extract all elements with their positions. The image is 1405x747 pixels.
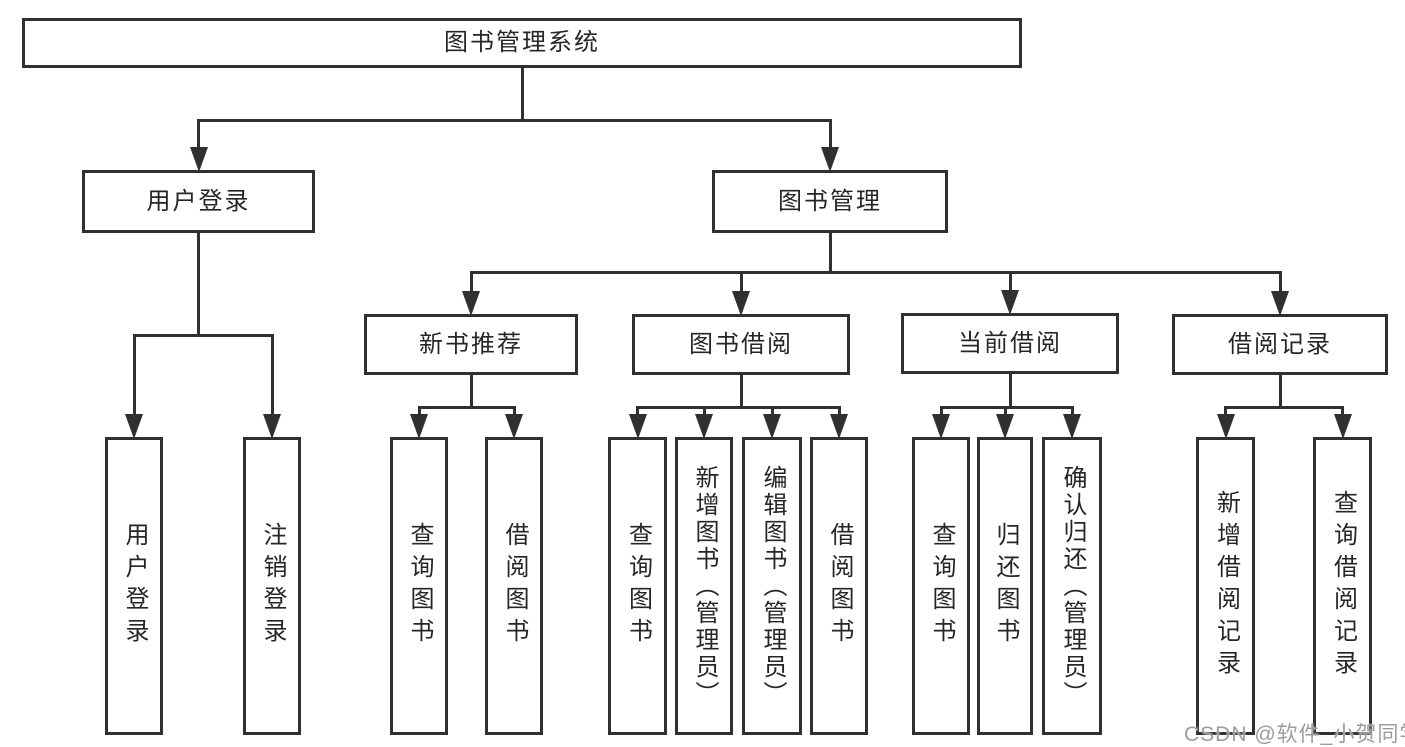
arrowhead-book-mgmt <box>821 147 839 172</box>
arrowhead-borrow-records <box>1271 291 1289 316</box>
arrowhead-user-login <box>189 147 208 172</box>
node-label-root: 图书管理系统 <box>444 29 600 56</box>
node-label-nb-query: 查询图书 <box>406 522 433 650</box>
node-leaf-logout: 注销登录 <box>243 437 301 735</box>
node-new-books: 新书推荐 <box>364 314 578 375</box>
connector-drop-book-borrow <box>739 271 743 296</box>
connector-branch-new-books <box>417 406 516 409</box>
node-bb-borrow: 借阅图书 <box>810 437 868 735</box>
arrowhead-br-query <box>1333 414 1352 439</box>
arrowhead-nb-query <box>410 414 428 439</box>
connector-drop-book-mgmt <box>828 119 832 152</box>
arrowhead-bb-borrow <box>830 414 848 439</box>
connector-drop-user-login <box>197 119 200 152</box>
csdn-watermark: CSDN @软件_小贺同学 <box>1184 723 1405 746</box>
connector-drop-br-add <box>1224 406 1227 419</box>
arrowhead-cb-return <box>996 414 1014 439</box>
node-book-mgmt: 图书管理 <box>712 170 948 233</box>
node-label-current-borrow: 当前借阅 <box>958 329 1062 357</box>
arrowhead-bb-edit <box>763 414 781 439</box>
connector-drop-leaf-logout <box>270 334 274 419</box>
node-br-query: 查询借阅记录 <box>1313 437 1372 735</box>
connector-branch-borrow-records <box>1224 406 1344 409</box>
node-nb-query: 查询图书 <box>390 437 448 735</box>
arrowhead-current-borrow <box>1001 290 1019 315</box>
node-label-borrow-records: 借阅记录 <box>1228 330 1332 358</box>
node-label-book-mgmt: 图书管理 <box>778 187 882 215</box>
connector-drop-new-books <box>469 271 473 296</box>
connector-stem-root <box>520 67 524 119</box>
connector-drop-bb-query <box>636 406 639 419</box>
connector-branch-root <box>197 119 832 122</box>
connector-drop-cb-return <box>1003 406 1007 419</box>
node-cb-return: 归还图书 <box>977 437 1033 735</box>
node-bb-add: 新增图书（管理员） <box>675 437 733 735</box>
arrowhead-leaf-user-login <box>125 414 143 439</box>
node-bb-query: 查询图书 <box>608 437 667 735</box>
node-label-bb-query: 查询图书 <box>624 522 652 650</box>
arrowhead-bb-add <box>695 414 713 439</box>
node-label-cb-confirm: 确认归还（管理员） <box>1059 464 1086 708</box>
connector-branch-book-mgmt <box>469 271 1282 274</box>
connector-branch-user-login <box>132 334 274 337</box>
connector-branch-current-borrow <box>939 406 1074 409</box>
connector-stem-borrow-records <box>1278 374 1282 406</box>
node-label-leaf-user-login: 用户登录 <box>121 522 148 650</box>
connector-drop-bb-add <box>702 406 706 419</box>
connector-drop-br-query <box>1341 406 1344 419</box>
connector-stem-book-mgmt <box>828 232 832 271</box>
connector-drop-bb-borrow <box>837 406 841 419</box>
node-book-borrow: 图书借阅 <box>632 314 850 375</box>
node-user-login: 用户登录 <box>82 170 315 233</box>
connector-drop-cb-query <box>939 406 943 419</box>
arrowhead-leaf-logout <box>263 414 281 439</box>
arrowhead-bb-query <box>628 414 647 439</box>
arrowhead-br-add <box>1216 414 1235 439</box>
node-label-book-borrow: 图书借阅 <box>689 330 793 358</box>
connector-drop-nb-borrow <box>512 406 516 419</box>
node-bb-edit: 编辑图书（管理员） <box>742 437 802 735</box>
arrowhead-nb-borrow <box>505 414 523 439</box>
node-label-bb-borrow: 借阅图书 <box>826 522 853 650</box>
node-label-nb-borrow: 借阅图书 <box>501 522 528 650</box>
node-cb-confirm: 确认归还（管理员） <box>1042 437 1102 735</box>
node-label-user-login: 用户登录 <box>146 187 251 215</box>
node-label-bb-edit: 编辑图书（管理员） <box>759 464 786 708</box>
node-current-borrow: 当前借阅 <box>901 313 1119 374</box>
node-nb-borrow: 借阅图书 <box>485 437 543 735</box>
connector-drop-current-borrow <box>1008 271 1012 295</box>
connector-stem-book-borrow <box>739 374 743 406</box>
node-leaf-user-login: 用户登录 <box>105 437 163 735</box>
node-label-cb-query: 查询图书 <box>928 522 955 650</box>
arrowhead-book-borrow <box>732 291 750 316</box>
node-root: 图书管理系统 <box>22 18 1022 68</box>
connector-drop-cb-confirm <box>1070 406 1074 419</box>
connector-drop-nb-query <box>417 406 421 419</box>
arrowhead-new-books <box>462 291 480 316</box>
arrowhead-cb-confirm <box>1063 414 1081 439</box>
connector-drop-leaf-user-login <box>132 334 136 419</box>
node-label-leaf-logout: 注销登录 <box>259 522 286 650</box>
node-br-add: 新增借阅记录 <box>1196 437 1255 735</box>
node-label-br-add: 新增借阅记录 <box>1212 490 1240 682</box>
connector-drop-bb-edit <box>770 406 774 419</box>
node-label-bb-add: 新增图书（管理员） <box>691 464 718 708</box>
arrowhead-cb-query <box>932 414 950 439</box>
node-label-br-query: 查询借阅记录 <box>1329 490 1357 682</box>
node-cb-query: 查询图书 <box>912 437 970 735</box>
node-label-new-books: 新书推荐 <box>419 330 523 358</box>
connector-stem-user-login <box>197 232 200 334</box>
connector-stem-new-books <box>469 374 473 406</box>
connector-drop-borrow-records <box>1278 271 1282 296</box>
node-label-cb-return: 归还图书 <box>992 522 1019 650</box>
node-borrow-records: 借阅记录 <box>1172 314 1388 375</box>
connector-branch-book-borrow <box>636 406 841 409</box>
connector-stem-current-borrow <box>1008 373 1012 406</box>
